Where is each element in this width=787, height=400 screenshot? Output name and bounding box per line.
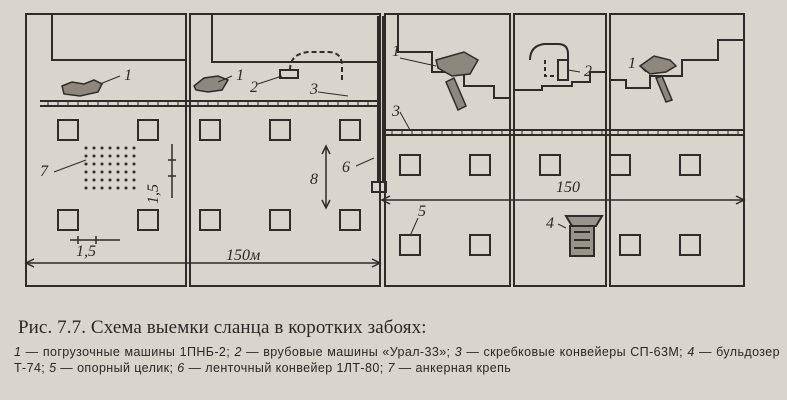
pillars — [57, 119, 701, 256]
bulldozer — [564, 215, 604, 257]
panel-2 — [189, 13, 381, 287]
belt-conveyor-end — [371, 181, 387, 193]
label-5: 5 — [418, 203, 426, 220]
label-1-panel1: 1 — [124, 67, 132, 84]
caption-legend: 1 — погрузочные машины 1ПНБ-2; 2 — врубо… — [14, 344, 780, 376]
legend-num-2: 2 — [234, 345, 242, 359]
panel-1 — [25, 13, 187, 287]
label-2-panel2: 2 — [250, 79, 258, 96]
figure-caption: Рис. 7.7. Схема выемки сланца в коротких… — [14, 316, 780, 376]
panel-5 — [609, 13, 745, 287]
label-1-panel5: 1 — [628, 55, 636, 72]
face-outline-2 — [211, 14, 380, 63]
dimension-8: 8 — [310, 171, 318, 188]
support-pillar-5 — [399, 234, 421, 256]
dimension-150m: 150м — [226, 247, 260, 264]
cutting-machines — [279, 43, 569, 81]
legend-text-2: — врубовые машины «Урал-33»; — [241, 345, 455, 359]
anchor-bolting-dots — [84, 146, 136, 190]
legend-num-5: 5 — [49, 361, 57, 375]
face-outline-4 — [514, 71, 606, 91]
label-3-panel3: 3 — [391, 103, 400, 120]
label-6: 6 — [342, 159, 350, 176]
dimension-1-5-vertical: 1,5 — [145, 184, 162, 204]
loading-machines — [61, 51, 678, 112]
legend-num-4: 4 — [687, 345, 695, 359]
legend-text-3: — скребковые конвейеры СП-63М; — [462, 345, 688, 359]
label-1-panel3: 1 — [392, 43, 400, 60]
face-outline-1 — [51, 14, 186, 61]
face-outline-5 — [610, 39, 744, 89]
panel-4 — [513, 13, 607, 287]
dimension-150: 150 — [556, 179, 580, 196]
caption-title: Рис. 7.7. Схема выемки сланца в коротких… — [18, 317, 427, 338]
legend-num-6: 6 — [177, 361, 185, 375]
panel-3 — [384, 13, 511, 287]
mining-scheme-diagram: 1 1 2 3 1 3 2 1 7 5 4 6 8 1,5 1,5 150м 1… — [24, 13, 746, 287]
legend-num-3: 3 — [454, 345, 463, 359]
legend-text-1: — погрузочные машины 1ПНБ-2; — [21, 345, 235, 359]
leader-lines — [53, 57, 647, 237]
legend-text-6: — ленточный конвейер 1ЛТ-80; — [184, 361, 388, 375]
legend-num-7: 7 — [387, 361, 395, 375]
legend-text-7: — анкерная крепь — [394, 361, 512, 375]
legend-num-1: 1 — [14, 345, 22, 359]
conveyor-ticks — [47, 101, 739, 135]
label-7: 7 — [40, 163, 49, 180]
label-1-panel2: 1 — [236, 67, 244, 84]
dimension-lines — [24, 144, 746, 268]
label-3-panel2: 3 — [309, 81, 318, 98]
dimension-1-5-horizontal: 1,5 — [76, 243, 96, 260]
legend-text-4: — бульдозер Т-74; — [14, 345, 781, 375]
label-2-panel4: 2 — [584, 63, 592, 80]
legend-text-5: — опорный целик; — [56, 361, 178, 375]
label-4: 4 — [546, 215, 554, 232]
